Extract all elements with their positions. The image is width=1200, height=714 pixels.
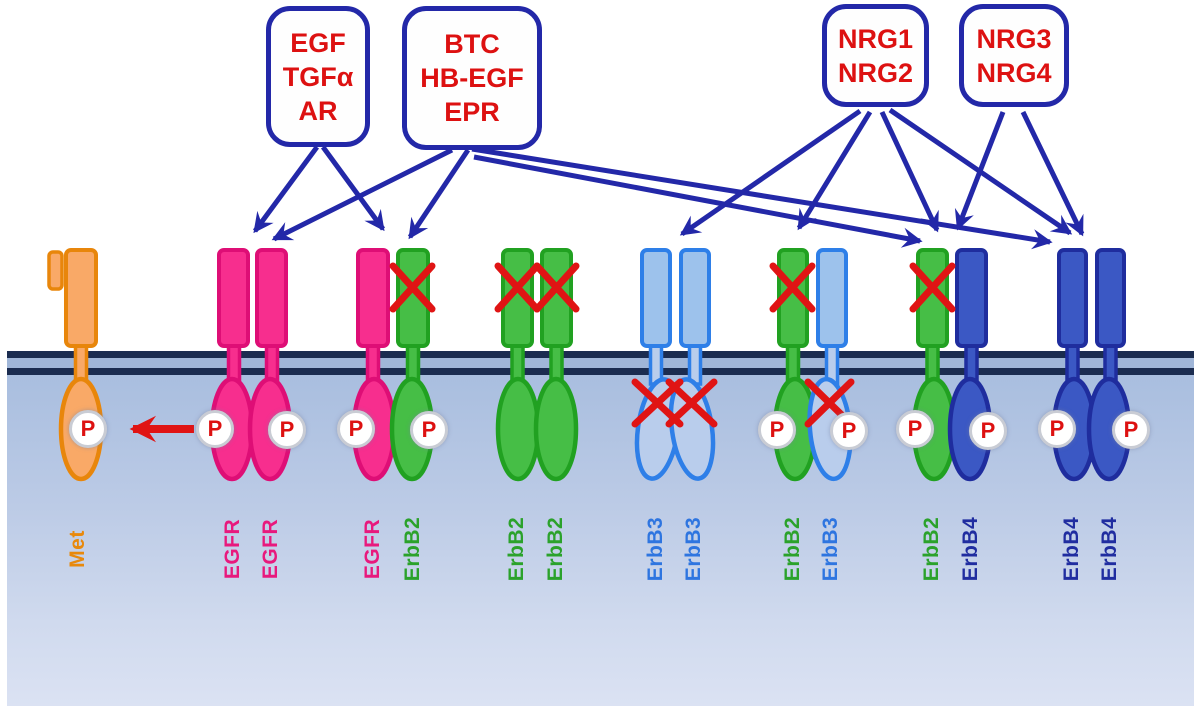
erbb3-ecd-rect xyxy=(816,248,848,348)
dimer-egfr-egfr xyxy=(209,248,293,482)
phospho-letter: P xyxy=(841,418,857,443)
phospho-letter: P xyxy=(1049,416,1065,441)
ligand-label: AR xyxy=(298,95,338,126)
phospho-badge-erbb4: P xyxy=(1038,410,1076,448)
arrow-btc-to-erbb4-erbb4 xyxy=(471,146,1053,250)
cross-erbb2-ecd xyxy=(909,262,956,313)
erbb4-ecd-rect xyxy=(1095,248,1126,348)
erbb2-ecd-rect xyxy=(501,248,534,348)
ligand-label: EGF xyxy=(290,27,346,58)
egfr-ecd-rect xyxy=(255,248,288,348)
label-met: Met xyxy=(66,530,89,568)
arrow-btc-to-egfr-erbb2 xyxy=(407,148,471,240)
arrow-nrg12-to-erbb3-erbb3 xyxy=(679,108,862,237)
erbb3-ecd-rect xyxy=(679,248,711,348)
membrane-inner-leaflet xyxy=(7,368,1194,375)
phospho-letter: P xyxy=(80,416,96,441)
arrow-egf-to-egfr-erbb2 xyxy=(320,145,386,232)
phospho-letter: P xyxy=(907,416,923,441)
erbb2-ecd-rect xyxy=(916,248,949,348)
arrow-nrg12-to-erbb2-erbb4 xyxy=(879,110,940,233)
label-egfr: EGFR xyxy=(259,518,282,580)
arrow-nrg34-to-erbb2-erbb4 xyxy=(954,111,1006,231)
ligand-box-nrg34: NRG3 NRG4 xyxy=(959,4,1069,107)
ligand-label: EPR xyxy=(444,97,500,127)
label-erbb3: ErbB3 xyxy=(819,516,842,582)
phospho-letter: P xyxy=(279,417,295,442)
cross-out-marks xyxy=(389,262,956,428)
membrane-core xyxy=(7,358,1194,368)
phospho-badge-egfr: P xyxy=(268,411,306,449)
phospho-badge-egfr: P xyxy=(337,410,375,448)
label-erbb3: ErbB3 xyxy=(644,516,667,582)
label-erbb3: ErbB3 xyxy=(682,516,705,582)
arrow-btc-to-egfr-egfr xyxy=(271,147,454,242)
erbb2-kinase-ellipse xyxy=(495,376,541,482)
dimer-erbb2-erbb2 xyxy=(495,248,579,482)
ligand-label: TGFα xyxy=(282,61,354,92)
receptor-met xyxy=(47,248,104,482)
cross-erbb2-ecd xyxy=(494,262,541,313)
label-erbb2: ErbB2 xyxy=(920,516,943,582)
dimer-erbb4-erbb4 xyxy=(1051,248,1132,482)
label-erbb2: ErbB2 xyxy=(544,516,567,582)
egfr-ecd-rect xyxy=(356,248,390,348)
label-erbb4: ErbB4 xyxy=(959,516,982,582)
ligand-label: NRG1 xyxy=(837,23,913,54)
erbb4-ecd-rect xyxy=(955,248,988,348)
label-erbb4: ErbB4 xyxy=(1060,516,1083,582)
arrow-btc-to-erbb2-erbb4 xyxy=(473,154,923,248)
cross-erbb3-kinase xyxy=(665,378,718,428)
phospho-letter: P xyxy=(207,416,223,441)
phospho-badge-egfr: P xyxy=(196,410,234,448)
egfr-ecd-rect xyxy=(217,248,250,348)
phospho-letter: P xyxy=(1123,417,1139,442)
label-erbb2: ErbB2 xyxy=(781,516,804,582)
met-ecd-rect xyxy=(64,248,98,348)
phospho-badge-met: P xyxy=(69,410,107,448)
ligand-label: NRG3 xyxy=(976,23,1052,54)
erbb3-ecd-rect xyxy=(640,248,672,348)
label-erbb2: ErbB2 xyxy=(505,516,528,582)
ligand-label: HB-EGF xyxy=(420,63,524,93)
cross-erbb2-ecd xyxy=(769,262,816,313)
phospho-badge-erbb3: P xyxy=(830,412,868,450)
ligand-label: NRG4 xyxy=(976,57,1052,88)
phospho-badge-erbb2: P xyxy=(896,410,934,448)
phospho-badge-erbb2: P xyxy=(410,411,448,449)
phospho-letter: P xyxy=(980,418,996,443)
phospho-letter: P xyxy=(769,417,785,442)
membrane-outer-leaflet xyxy=(7,351,1194,358)
phospho-badge-erbb4: P xyxy=(969,412,1007,450)
cross-erbb2-ecd xyxy=(389,262,436,313)
dimer-erbb2-erbb4 xyxy=(911,248,993,482)
label-erbb4: ErbB4 xyxy=(1098,516,1121,582)
label-egfr: EGFR xyxy=(221,518,244,580)
phospho-badge-erbb2: P xyxy=(758,411,796,449)
ligand-label: NRG2 xyxy=(837,57,913,88)
dimer-erbb3-erbb3 xyxy=(634,248,716,481)
phospho-letter: P xyxy=(421,417,437,442)
erbb4-ecd-rect xyxy=(1057,248,1088,348)
arrow-nrg34-to-erbb4-erbb4 xyxy=(1020,110,1085,237)
arrow-egf-to-egfr-egfr xyxy=(252,145,320,234)
met-alpha-chain xyxy=(47,250,64,291)
erbb2-kinase-ellipse xyxy=(533,376,579,482)
ligand-box-btc: BTC HB-EGF EPR xyxy=(402,6,542,150)
ligand-box-egf: EGF TGFα AR xyxy=(266,6,370,147)
ligand-box-nrg12: NRG1 NRG2 xyxy=(822,4,929,107)
phospho-badge-erbb4: P xyxy=(1112,411,1150,449)
erbb2-ecd-rect xyxy=(540,248,573,348)
phospho-letter: P xyxy=(348,416,364,441)
cross-erbb2-ecd xyxy=(533,262,580,313)
arrow-nrg12-to-erbb2-erbb3 xyxy=(796,110,873,231)
ligand-arrows xyxy=(252,107,1085,250)
label-egfr: EGFR xyxy=(361,518,384,580)
ligand-label: BTC xyxy=(444,29,500,59)
label-erbb2: ErbB2 xyxy=(401,516,424,582)
